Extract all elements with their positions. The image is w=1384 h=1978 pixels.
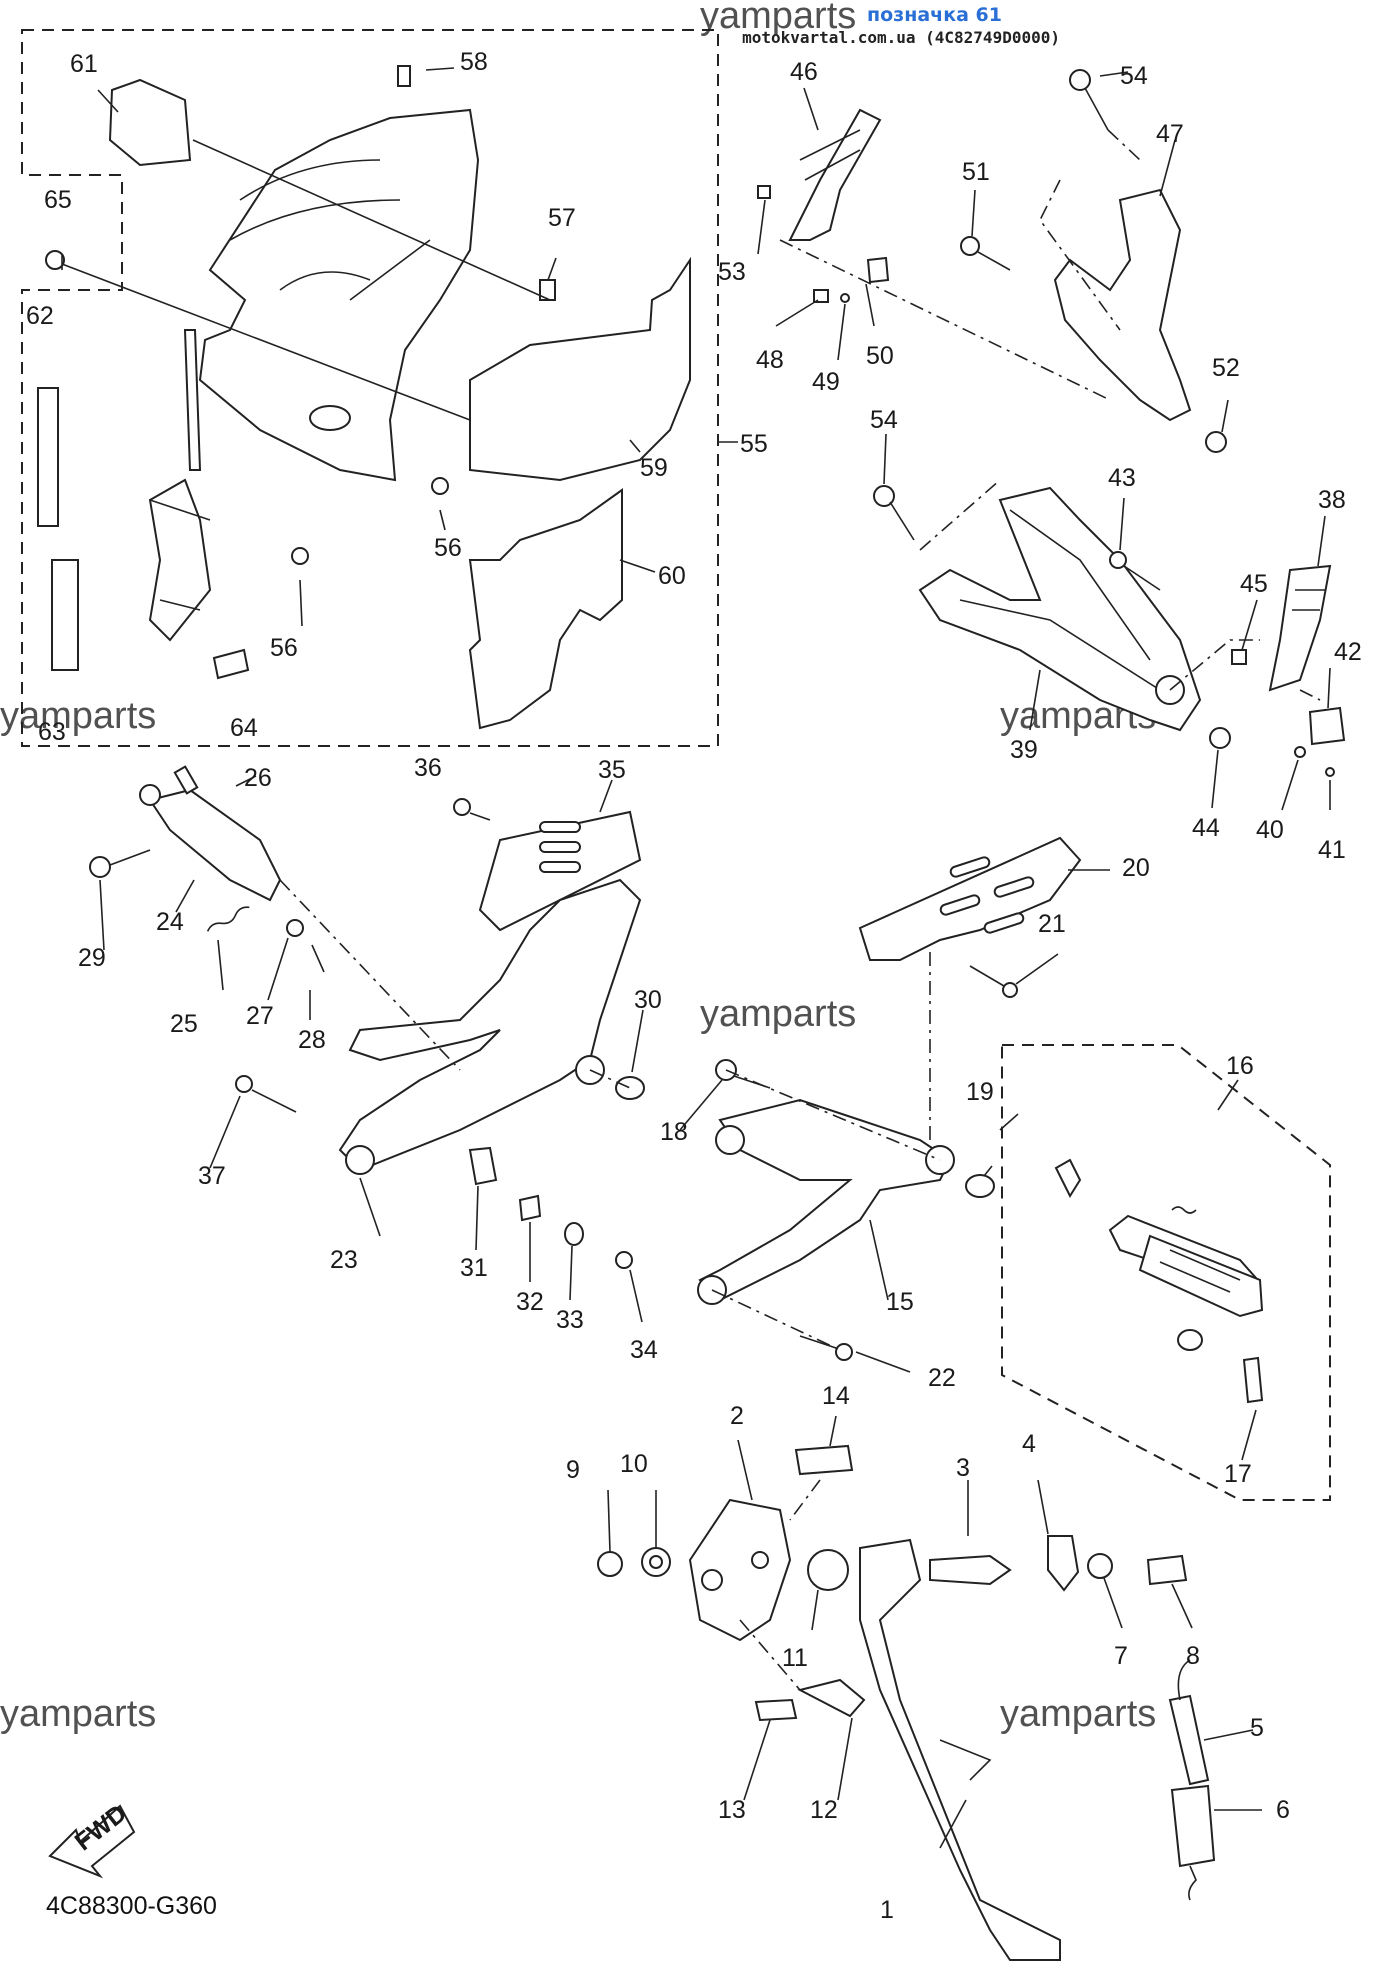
part-label: 16 — [1226, 1052, 1254, 1080]
part-label: 48 — [756, 346, 784, 374]
part-label: 14 — [822, 1382, 850, 1410]
part-label: 65 — [44, 186, 72, 214]
part-label: 9 — [566, 1456, 580, 1484]
part-label: 12 — [810, 1796, 838, 1824]
site-reference: motokvartal.com.ua (4C82749D0000) — [742, 28, 1060, 47]
part-label: 52 — [1212, 354, 1240, 382]
part-label: 60 — [658, 562, 686, 590]
part-label: 18 — [660, 1118, 688, 1146]
part-label: 59 — [640, 454, 668, 482]
part-label: 41 — [1318, 836, 1346, 864]
part-label: 7 — [1114, 1642, 1128, 1670]
part-label: 54 — [870, 406, 898, 434]
watermark: yamparts — [700, 0, 856, 37]
part-label: 37 — [198, 1162, 226, 1190]
watermark: yamparts — [0, 695, 156, 737]
rear-footpeg-bracket-39 — [873, 433, 1346, 811]
panel-group-55 — [21, 29, 738, 747]
part-label: 3 — [956, 1454, 970, 1482]
part-label: 55 — [740, 430, 768, 458]
part-label: 17 — [1224, 1460, 1252, 1488]
part-label: 56 — [270, 634, 298, 662]
part-label: 20 — [1122, 854, 1150, 882]
part-label: 62 — [26, 302, 54, 330]
part-label: 46 — [790, 58, 818, 86]
part-label: 34 — [630, 1336, 658, 1364]
side-stand-assembly — [597, 1415, 1262, 1961]
footpeg-bracket-23 — [89, 765, 645, 1323]
part-label: 33 — [556, 1306, 584, 1334]
drawing-code: 4C88300-G360 — [46, 1892, 217, 1920]
part-label: 35 — [598, 756, 626, 784]
rear-footpeg-bracket-47 — [757, 69, 1229, 453]
part-label: 26 — [244, 764, 272, 792]
fwd-arrow-icon: FWD — [48, 1799, 136, 1879]
part-label: 57 — [548, 204, 576, 232]
part-label: 8 — [1186, 1642, 1200, 1670]
part-label: 54 — [1120, 62, 1148, 90]
part-label: 31 — [460, 1254, 488, 1282]
part-label: 45 — [1240, 570, 1268, 598]
part-label: 24 — [156, 908, 184, 936]
part-label: 28 — [298, 1026, 326, 1054]
part-label: 13 — [718, 1796, 746, 1824]
watermark: yamparts — [0, 1693, 156, 1735]
watermark: yamparts — [1000, 1693, 1156, 1735]
part-label: 32 — [516, 1288, 544, 1316]
part-label: 49 — [812, 368, 840, 396]
part-label: 19 — [966, 1078, 994, 1106]
part-label: 58 — [460, 48, 488, 76]
footpeg-bracket-15 — [679, 836, 1110, 1373]
footpeg-assy-16 — [1001, 1044, 1331, 1501]
part-label: 27 — [246, 1002, 274, 1030]
part-label: 36 — [414, 754, 442, 782]
part-label: 39 — [1010, 736, 1038, 764]
part-label: 6 — [1276, 1796, 1290, 1824]
part-label: 42 — [1334, 638, 1362, 666]
part-label: 50 — [866, 342, 894, 370]
part-label: 29 — [78, 944, 106, 972]
part-label: 2 — [730, 1402, 744, 1430]
page-reference-link[interactable]: позначка 61 — [867, 4, 1002, 26]
part-label: 38 — [1318, 486, 1346, 514]
part-label: 53 — [718, 258, 746, 286]
part-label: 47 — [1156, 120, 1184, 148]
part-label: 43 — [1108, 464, 1136, 492]
part-label: 1 — [880, 1896, 894, 1924]
part-label: 51 — [962, 158, 990, 186]
watermark: yamparts — [700, 993, 856, 1035]
part-label: 64 — [230, 714, 258, 742]
part-label: 56 — [434, 534, 462, 562]
part-label: 25 — [170, 1010, 198, 1038]
part-label: 11 — [782, 1644, 808, 1672]
part-label: 5 — [1250, 1714, 1264, 1742]
part-label: 40 — [1256, 816, 1284, 844]
part-label: 21 — [1038, 910, 1066, 938]
part-label: 22 — [928, 1364, 956, 1392]
part-label: 61 — [70, 50, 98, 78]
part-label: 4 — [1022, 1430, 1036, 1458]
part-label: 30 — [634, 986, 662, 1014]
part-number-labels: 1 2 3 4 5 6 7 8 9 10 11 12 13 14 15 16 1… — [26, 48, 1362, 1924]
part-label: 63 — [38, 718, 66, 746]
part-label: 23 — [330, 1246, 358, 1274]
part-label: 15 — [886, 1288, 914, 1316]
part-label: 10 — [620, 1450, 648, 1478]
part-label: 44 — [1192, 814, 1220, 842]
